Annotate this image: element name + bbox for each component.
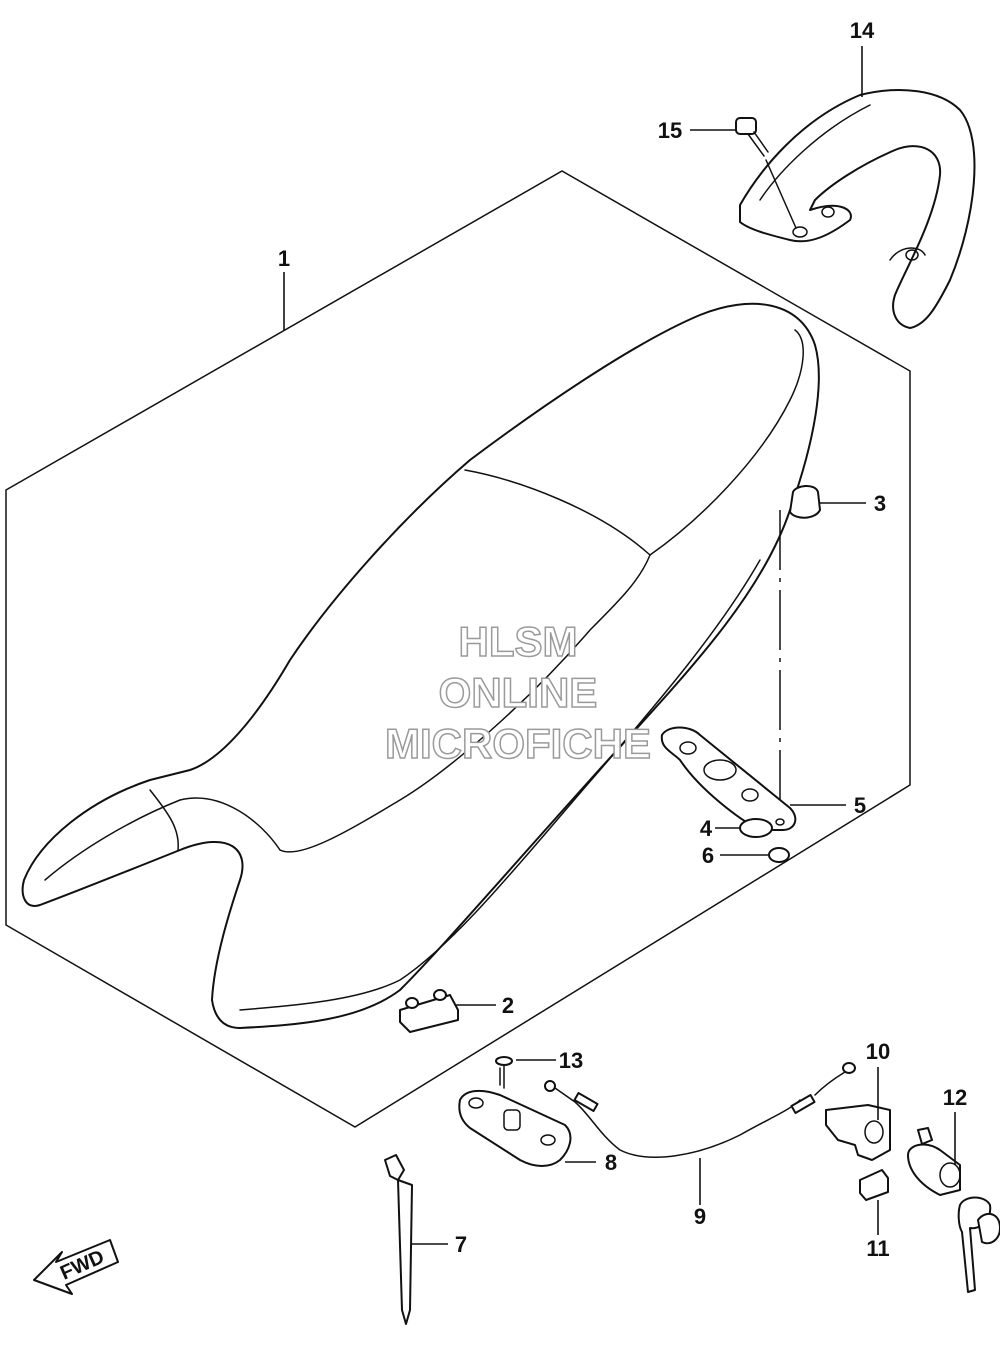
callout-5: 5	[854, 793, 866, 818]
cushion-part	[779, 485, 821, 820]
lock-base-part	[458, 1089, 572, 1167]
assembly-boundary	[5, 170, 911, 1128]
clip-part	[859, 1169, 889, 1201]
callout-7: 7	[455, 1232, 467, 1257]
forward-direction-badge: FWD	[33, 1239, 119, 1295]
callout-10: 10	[866, 1039, 890, 1064]
callout-6: 6	[702, 843, 714, 868]
callout-leaders	[283, 46, 956, 1245]
callout-8: 8	[605, 1150, 617, 1175]
callout-3: 3	[874, 491, 886, 516]
callout-4: 4	[700, 816, 713, 841]
callout-9: 9	[694, 1204, 706, 1229]
callout-15: 15	[658, 118, 682, 143]
rubber-part	[739, 818, 773, 838]
callout-labels: 1 2 3 4 5 6 7 8 9 10 11 12 13 14 15	[278, 18, 967, 1261]
lock-cylinder-part	[907, 1127, 1000, 1293]
nut-part	[768, 847, 790, 863]
bolt-part	[735, 117, 797, 229]
watermark-line-2: ONLINE	[439, 669, 598, 716]
callout-1: 1	[278, 246, 290, 271]
watermark-line-1: HLSM	[459, 618, 578, 665]
callout-13: 13	[559, 1048, 583, 1073]
screw-part	[495, 1056, 513, 1089]
seat-lock-cable-part	[544, 1062, 856, 1158]
watermark-line-3: MICROFICHE	[385, 720, 651, 767]
callout-14: 14	[850, 18, 875, 43]
callout-12: 12	[943, 1085, 967, 1110]
bracket-part	[825, 1104, 891, 1161]
callout-11: 11	[866, 1236, 889, 1261]
cable-tie-part	[384, 1154, 413, 1325]
grab-rail-part	[739, 89, 976, 329]
stopper-part	[399, 989, 459, 1033]
hook-plate-part	[660, 726, 797, 831]
callout-2: 2	[502, 993, 514, 1018]
seat-part	[21, 302, 820, 1029]
